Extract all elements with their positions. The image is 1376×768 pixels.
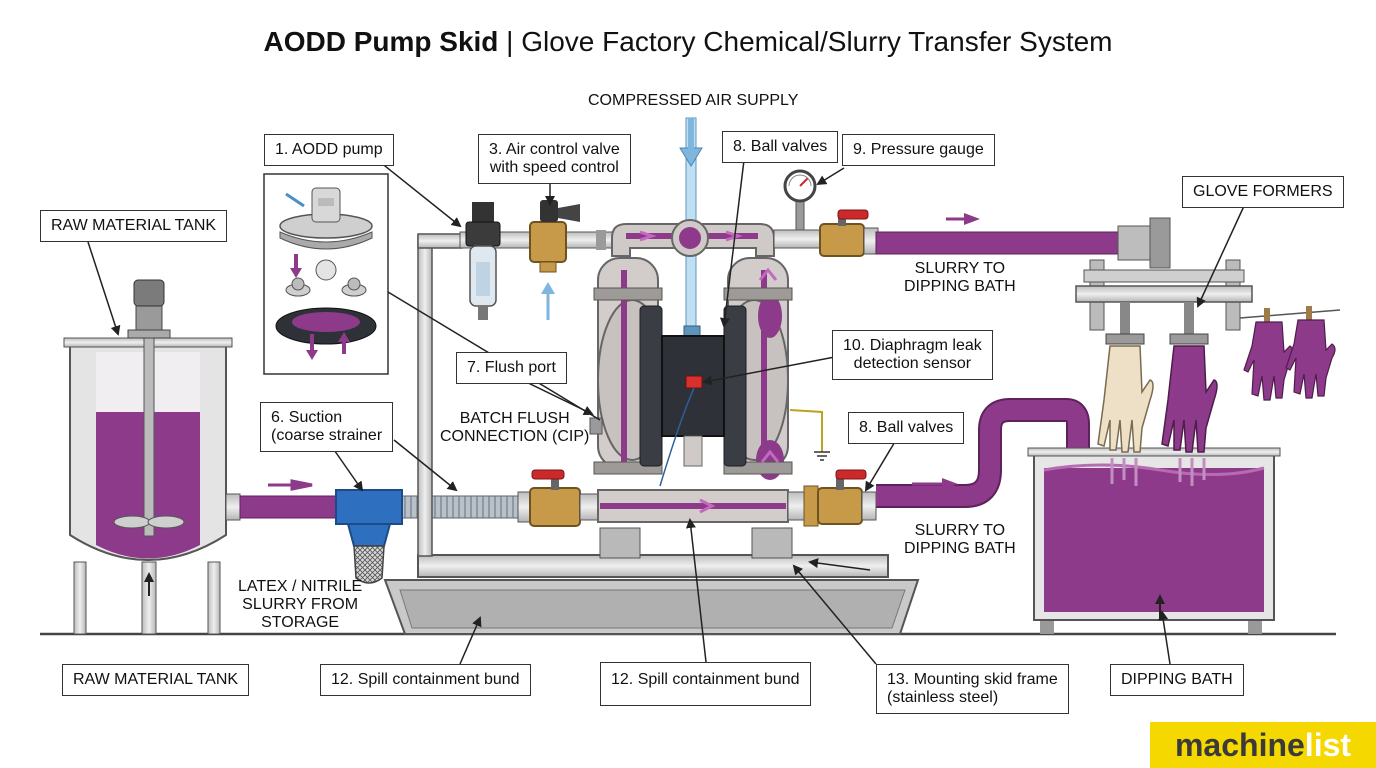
label-leak-sensor: 10. Diaphragm leak detection sensor (832, 330, 993, 380)
pump-internals-inset (263, 173, 389, 375)
text-batch-flush: BATCH FLUSH CONNECTION (CIP) (440, 410, 590, 445)
discharge-line-upper (875, 213, 1171, 269)
label-dipping-bath: DIPPING BATH (1110, 664, 1244, 696)
label-suction-line2: (coarse strainer (271, 427, 383, 444)
glove-former-rig (1075, 259, 1253, 486)
suction-line (225, 469, 599, 584)
label-spill-bund-left: 12. Spill containment bund (320, 664, 531, 696)
suction-ball-valve (529, 469, 599, 527)
label-leak-sensor-line1: 10. Diaphragm leak (843, 337, 982, 354)
title-rest: | Glove Factory Chemical/Slurry Transfer… (498, 26, 1113, 57)
logo-part1: machine (1174, 727, 1305, 763)
raw-material-tank (63, 279, 233, 635)
discharge-ball-valve-upper (819, 209, 879, 257)
label-aodd-pump: 1. AODD pump (264, 134, 394, 166)
label-skid-frame-line2: (stainless steel) (887, 689, 999, 706)
spill-containment-bund (383, 579, 920, 635)
text-latex-slurry: LATEX / NITRILE SLURRY FROM STORAGE (238, 578, 363, 631)
dipping-bath (1027, 447, 1281, 634)
label-air-control-valve: 3. Air control valve with speed control (478, 134, 631, 184)
label-pressure-gauge: 9. Pressure gauge (842, 134, 995, 166)
text-compressed-air: COMPRESSED AIR SUPPLY (588, 92, 799, 109)
label-ball-valves-top: 8. Ball valves (722, 131, 839, 163)
label-flush-port: 7. Flush port (456, 352, 567, 384)
page-title: AODD Pump Skid | Glove Factory Chemical/… (0, 26, 1376, 58)
label-suction-line1: 6. Suction (271, 409, 343, 426)
text-slurry-lower: SLURRY TO DIPPING BATH (904, 522, 1016, 557)
label-air-control-line2: with speed control (489, 159, 619, 176)
label-spill-bund-center: 12. Spill containment bund (600, 662, 811, 706)
title-bold: AODD Pump Skid (263, 26, 499, 57)
label-raw-tank-bottom: RAW MATERIAL TANK (62, 664, 250, 696)
discharge-line-lower (876, 398, 1090, 508)
pressure-gauge (783, 169, 817, 231)
coarse-strainer (335, 489, 403, 584)
label-raw-tank-top: RAW MATERIAL TANK (40, 210, 228, 242)
label-suction: 6. Suction (coarse strainer (260, 402, 394, 452)
label-skid-frame: 13. Mounting skid frame (stainless steel… (876, 664, 1069, 714)
label-air-control-line1: 3. Air control valve (489, 141, 620, 158)
label-leak-sensor-line2: detection sensor (853, 355, 972, 372)
discharge-ball-valve-lower (787, 469, 877, 527)
aodd-pump (589, 219, 830, 523)
label-ball-valves-bottom: 8. Ball valves (848, 412, 965, 444)
text-slurry-upper: SLURRY TO DIPPING BATH (904, 260, 1016, 295)
label-glove-formers: GLOVE FORMERS (1182, 176, 1344, 208)
logo-part2: list (1304, 727, 1352, 763)
label-skid-frame-line1: 13. Mounting skid frame (887, 671, 1058, 688)
hanging-gloves (1239, 306, 1341, 401)
machinelist-logo: machinelist (1150, 722, 1376, 768)
